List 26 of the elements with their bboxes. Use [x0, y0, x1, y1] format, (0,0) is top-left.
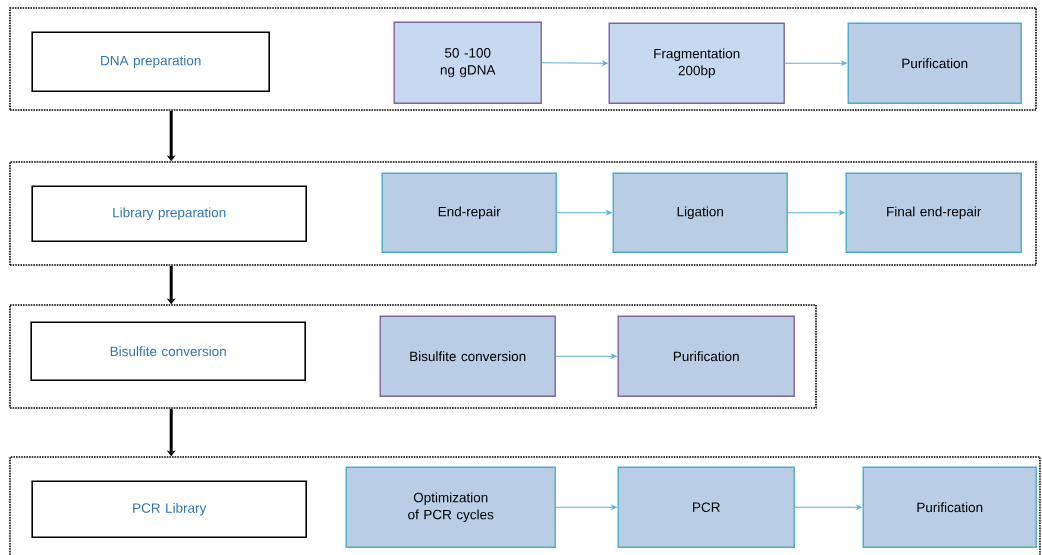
step-box: Purification	[862, 466, 1037, 548]
stage-frame	[9, 7, 1037, 111]
step-box: Fragmentation 200bp	[608, 22, 785, 104]
step-box: Purification	[617, 315, 795, 397]
stage-frame	[9, 161, 1037, 266]
step-box: Ligation	[612, 172, 788, 253]
stage-label-box: DNA preparation	[31, 31, 270, 92]
arrow	[787, 210, 845, 216]
step-box: Bisulfite conversion	[379, 315, 556, 397]
step-box: Optimization of PCR cycles	[345, 466, 556, 548]
stage-label-box: Library preparation	[31, 185, 307, 242]
stage-frame	[9, 456, 1041, 555]
step-box: End-repair	[381, 172, 557, 253]
stage-label-box: Bisulfite conversion	[30, 321, 306, 381]
arrow	[556, 210, 612, 216]
step-box: 50 -100 ng gDNA	[393, 21, 542, 104]
step-box: Final end-repair	[845, 172, 1022, 253]
arrow	[555, 504, 617, 510]
stage-label-box: PCR Library	[31, 480, 307, 538]
step-box: PCR	[617, 466, 795, 548]
arrow	[794, 504, 862, 510]
arrow	[541, 60, 608, 66]
arrow	[555, 353, 617, 359]
stage-frame	[9, 304, 817, 409]
step-box: Purification	[847, 22, 1022, 104]
arrow	[784, 60, 847, 66]
